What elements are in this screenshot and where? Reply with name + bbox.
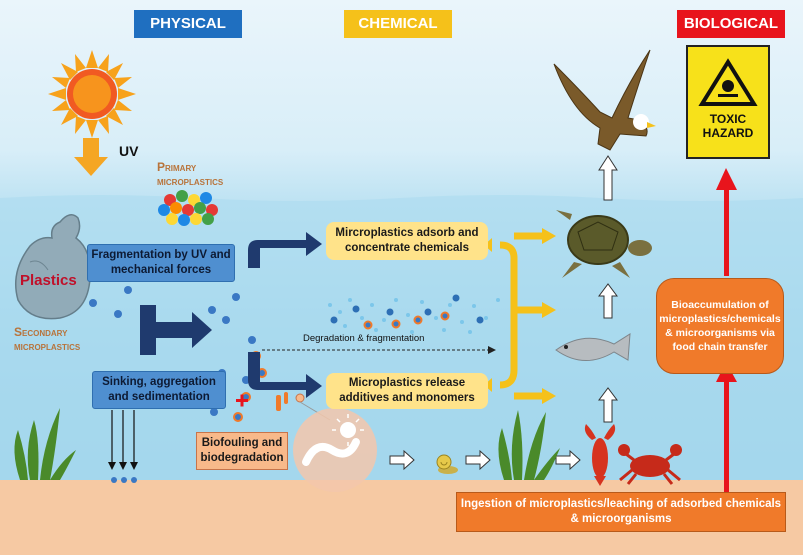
eagle-icon (553, 49, 656, 151)
ingestion-box: Ingestion of microplastics/leaching of a… (456, 492, 786, 532)
seaweed-icon (14, 408, 76, 480)
secondary-microplastics-label: Secondary microplastics (14, 325, 81, 353)
seaweed-icon-2 (498, 410, 560, 480)
tee-arrow-down (140, 305, 212, 355)
biofouling-box: Biofouling and biodegradation (196, 432, 288, 470)
header-chemical: CHEMICAL (344, 10, 452, 38)
food-chain-arrows-vertical (598, 155, 618, 423)
bacteria-icon (293, 408, 377, 492)
fragmentation-box: Fragmentation by UV and mechanical force… (87, 244, 235, 282)
toxic-hazard-label: TOXIC HAZARD (702, 112, 754, 140)
crab-icon (618, 444, 682, 485)
uv-label: UV (119, 143, 139, 159)
turtle-icon (556, 210, 652, 278)
uv-arrow-icon (74, 138, 108, 176)
snail-icon (436, 454, 458, 474)
lobster-icon (584, 424, 616, 486)
microplastic-beads-icon (158, 190, 218, 226)
plastic-bag-icon (15, 214, 91, 320)
branch-arrow-up (248, 232, 322, 268)
toxic-hazard-sign-icon (686, 45, 770, 159)
bioaccumulation-box: Bioaccumulation of microplastics/chemica… (656, 278, 784, 374)
fish-icon (555, 333, 631, 361)
chemical-to-biological-arrows (499, 232, 544, 400)
sinking-arrows (111, 410, 135, 464)
chemical-particle-cloud (328, 294, 500, 334)
plastics-label: Plastics (20, 272, 77, 289)
food-chain-arrows-horizontal (389, 449, 581, 471)
degradation-label: Degradation & fragmentation (303, 333, 425, 344)
biofouling-marks (236, 392, 331, 421)
release-box: Microplastics release additives and mono… (326, 373, 488, 409)
sun-icon (48, 50, 136, 138)
adsorb-box: Mircroplastics adsorb and concentrate ch… (326, 222, 488, 260)
branch-arrow-down (248, 352, 322, 398)
header-biological: BIOLOGICAL (677, 10, 785, 38)
primary-microplastics-label: Primary microplastics (157, 160, 224, 188)
sinking-box: Sinking, aggregation and sedimentation (92, 371, 226, 409)
header-physical: PHYSICAL (134, 10, 242, 38)
